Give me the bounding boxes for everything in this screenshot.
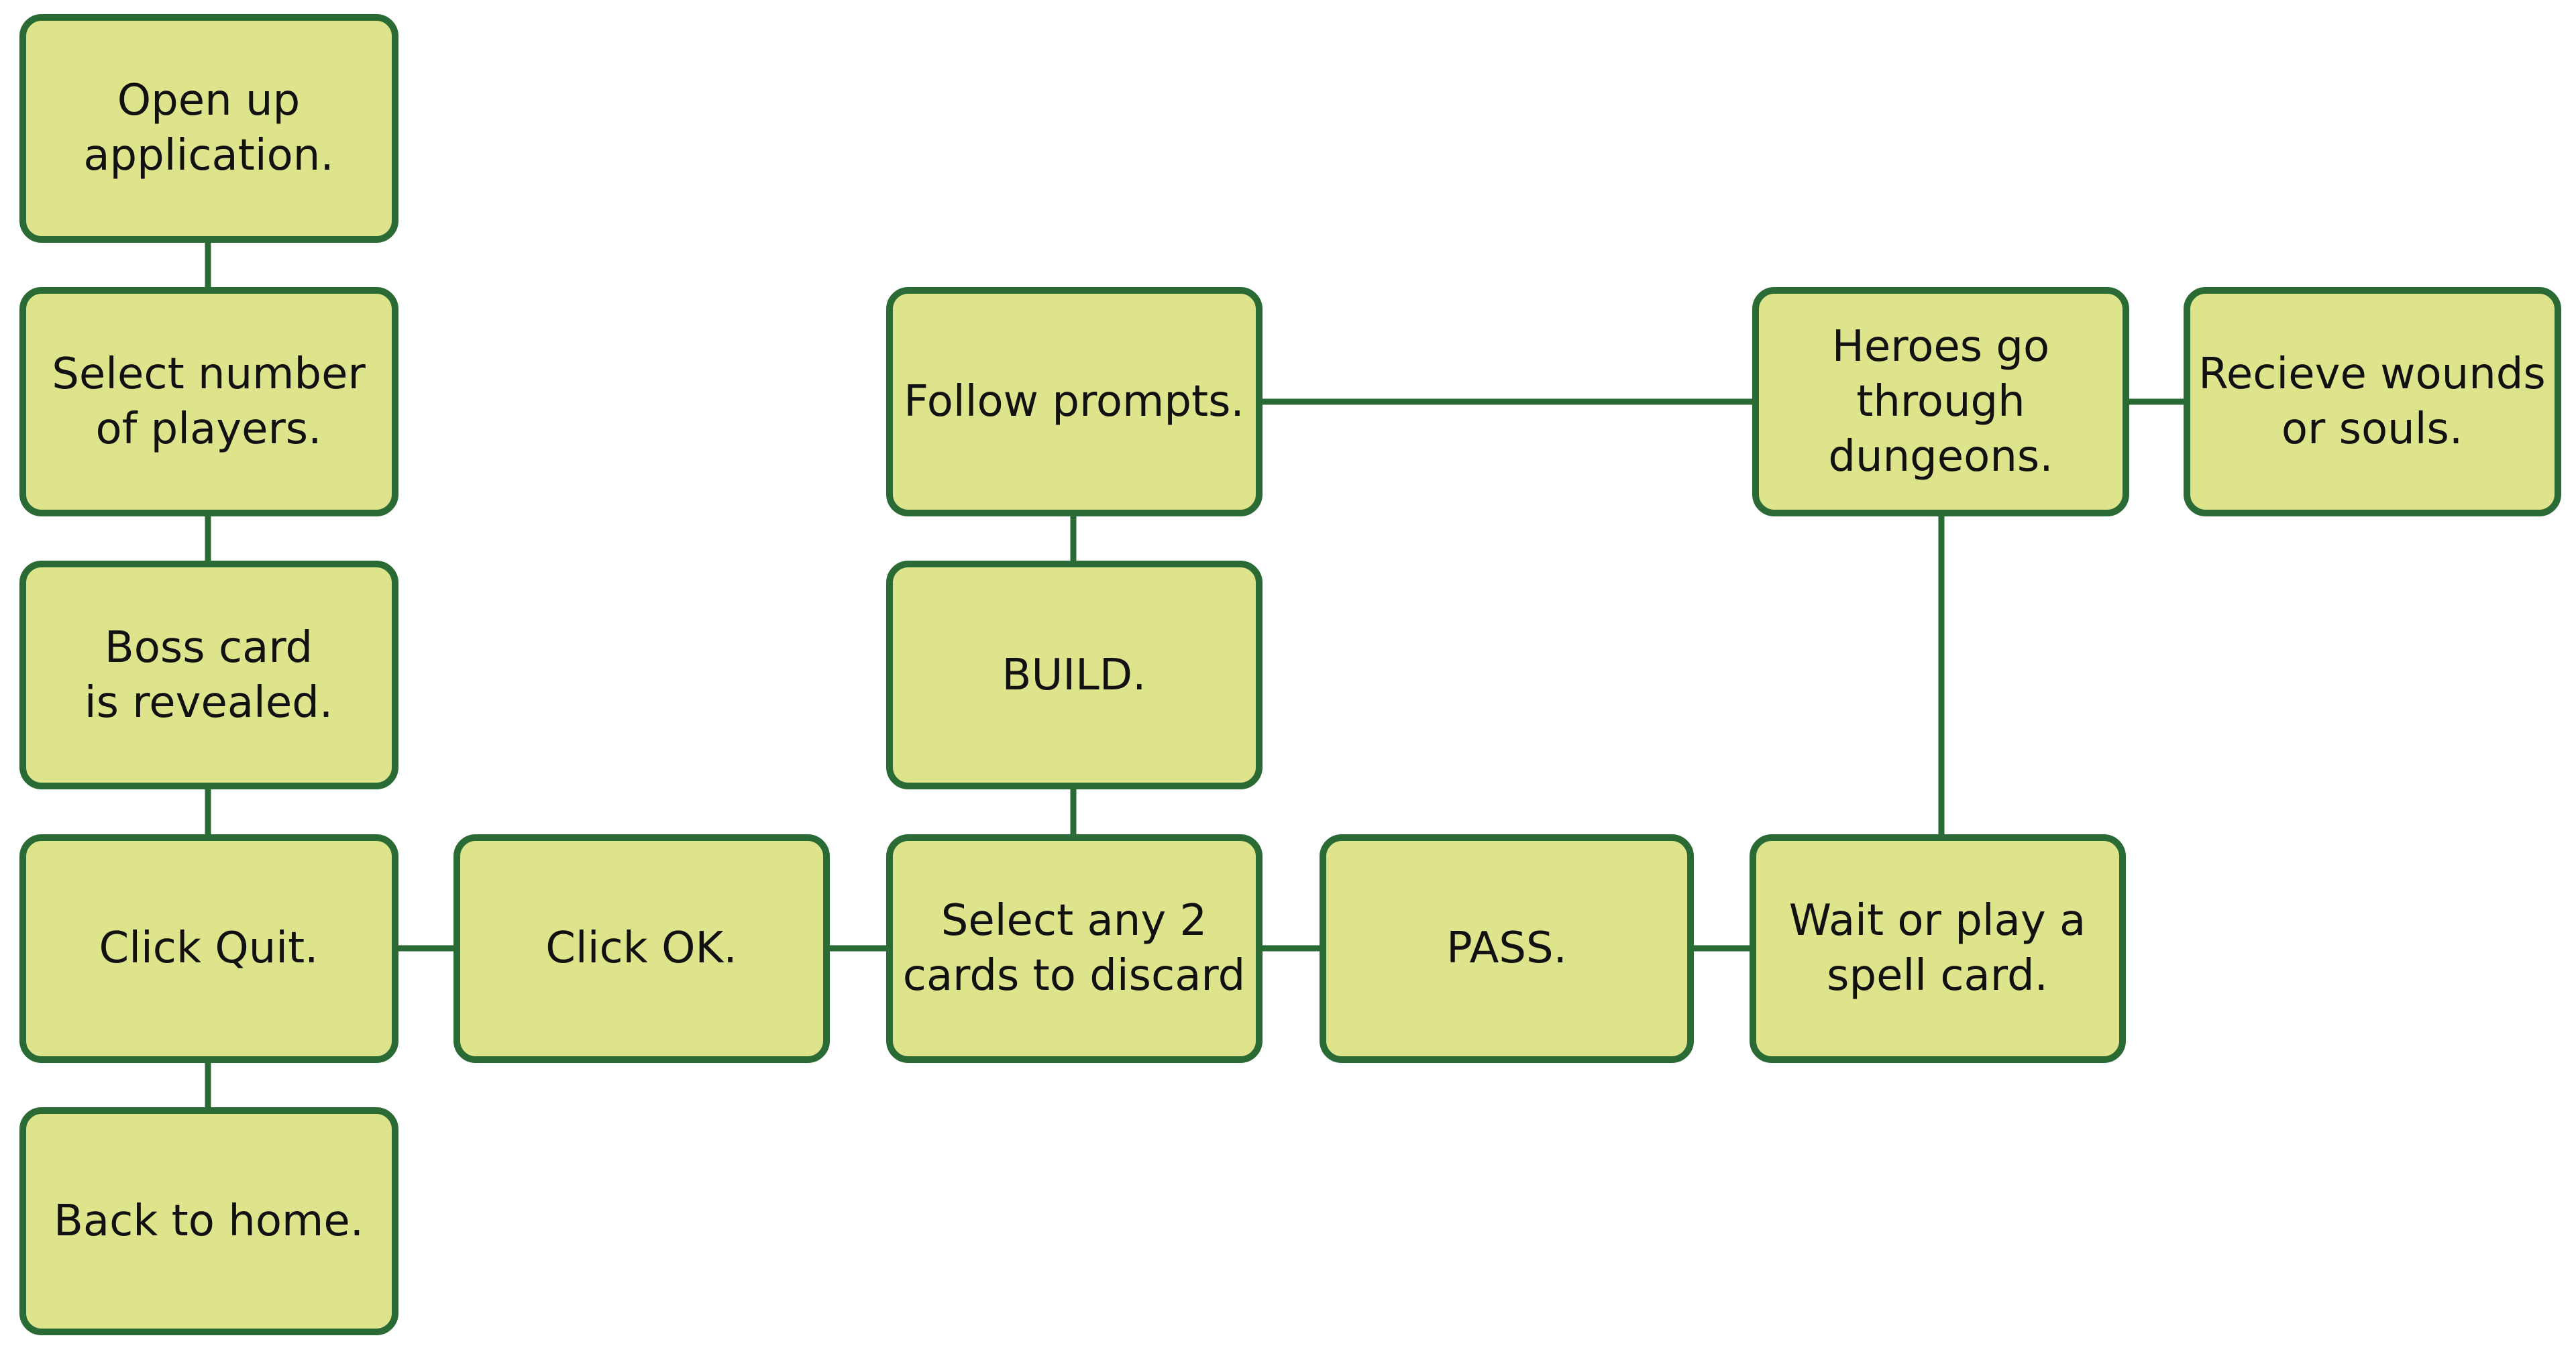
flow-step-open-app: Open up application. [19, 14, 398, 243]
flow-step-label-line: Follow prompts. [904, 377, 1244, 427]
flow-step-label-line: Select number [52, 349, 366, 399]
flow-step-label-line: PASS. [1446, 923, 1567, 973]
flow-step-label-line: is revealed. [85, 678, 333, 728]
flow-step-label: Click OK. [545, 923, 737, 973]
flow-step-label: Click Quit. [99, 923, 319, 973]
flow-step-label-line: Wait or play a [1789, 896, 2086, 946]
flow-step-label-line: or souls. [2282, 404, 2463, 454]
flow-step-label: Open up application. [83, 76, 333, 180]
flow-step-label-line: Boss card [105, 623, 313, 673]
flow-step-label-line: spell card. [1827, 951, 2048, 1001]
flow-step-label-line: BUILD. [1002, 651, 1146, 700]
flow-step-label-line: Select any 2 [941, 896, 1208, 946]
flow-step-label: BUILD. [1002, 651, 1146, 700]
flow-step-pass: PASS. [1320, 834, 1694, 1063]
flow-step-label-line: Recieve wounds [2198, 349, 2546, 399]
flow-step-label-line: of players. [96, 404, 322, 454]
flow-step-label-line: Heroes go [1832, 322, 2049, 372]
flow-step-label-line: Open up [117, 76, 300, 125]
flow-step-label-line: Click Quit. [99, 923, 319, 973]
flow-step-label-line: through [1856, 377, 2025, 427]
flow-step-label-line: dungeons. [1828, 432, 2053, 482]
flow-step-follow-prompts: Follow prompts. [886, 287, 1263, 516]
flow-step-label-line: application. [83, 131, 333, 180]
flow-step-back-home: Back to home. [19, 1107, 398, 1335]
flow-step-click-ok: Click OK. [453, 834, 830, 1063]
flow-step-label: Back to home. [54, 1196, 364, 1246]
flow-step-label: PASS. [1446, 923, 1567, 973]
flow-step-label-line: Click OK. [545, 923, 737, 973]
connectors [205, 239, 2187, 1111]
flow-step-click-quit: Click Quit. [19, 834, 398, 1063]
flow-step-build: BUILD. [886, 561, 1263, 789]
flow-step-label-line: Back to home. [54, 1196, 364, 1246]
flow-step-label: Follow prompts. [904, 377, 1244, 427]
flow-step-label-line: cards to discard [903, 951, 1245, 1001]
